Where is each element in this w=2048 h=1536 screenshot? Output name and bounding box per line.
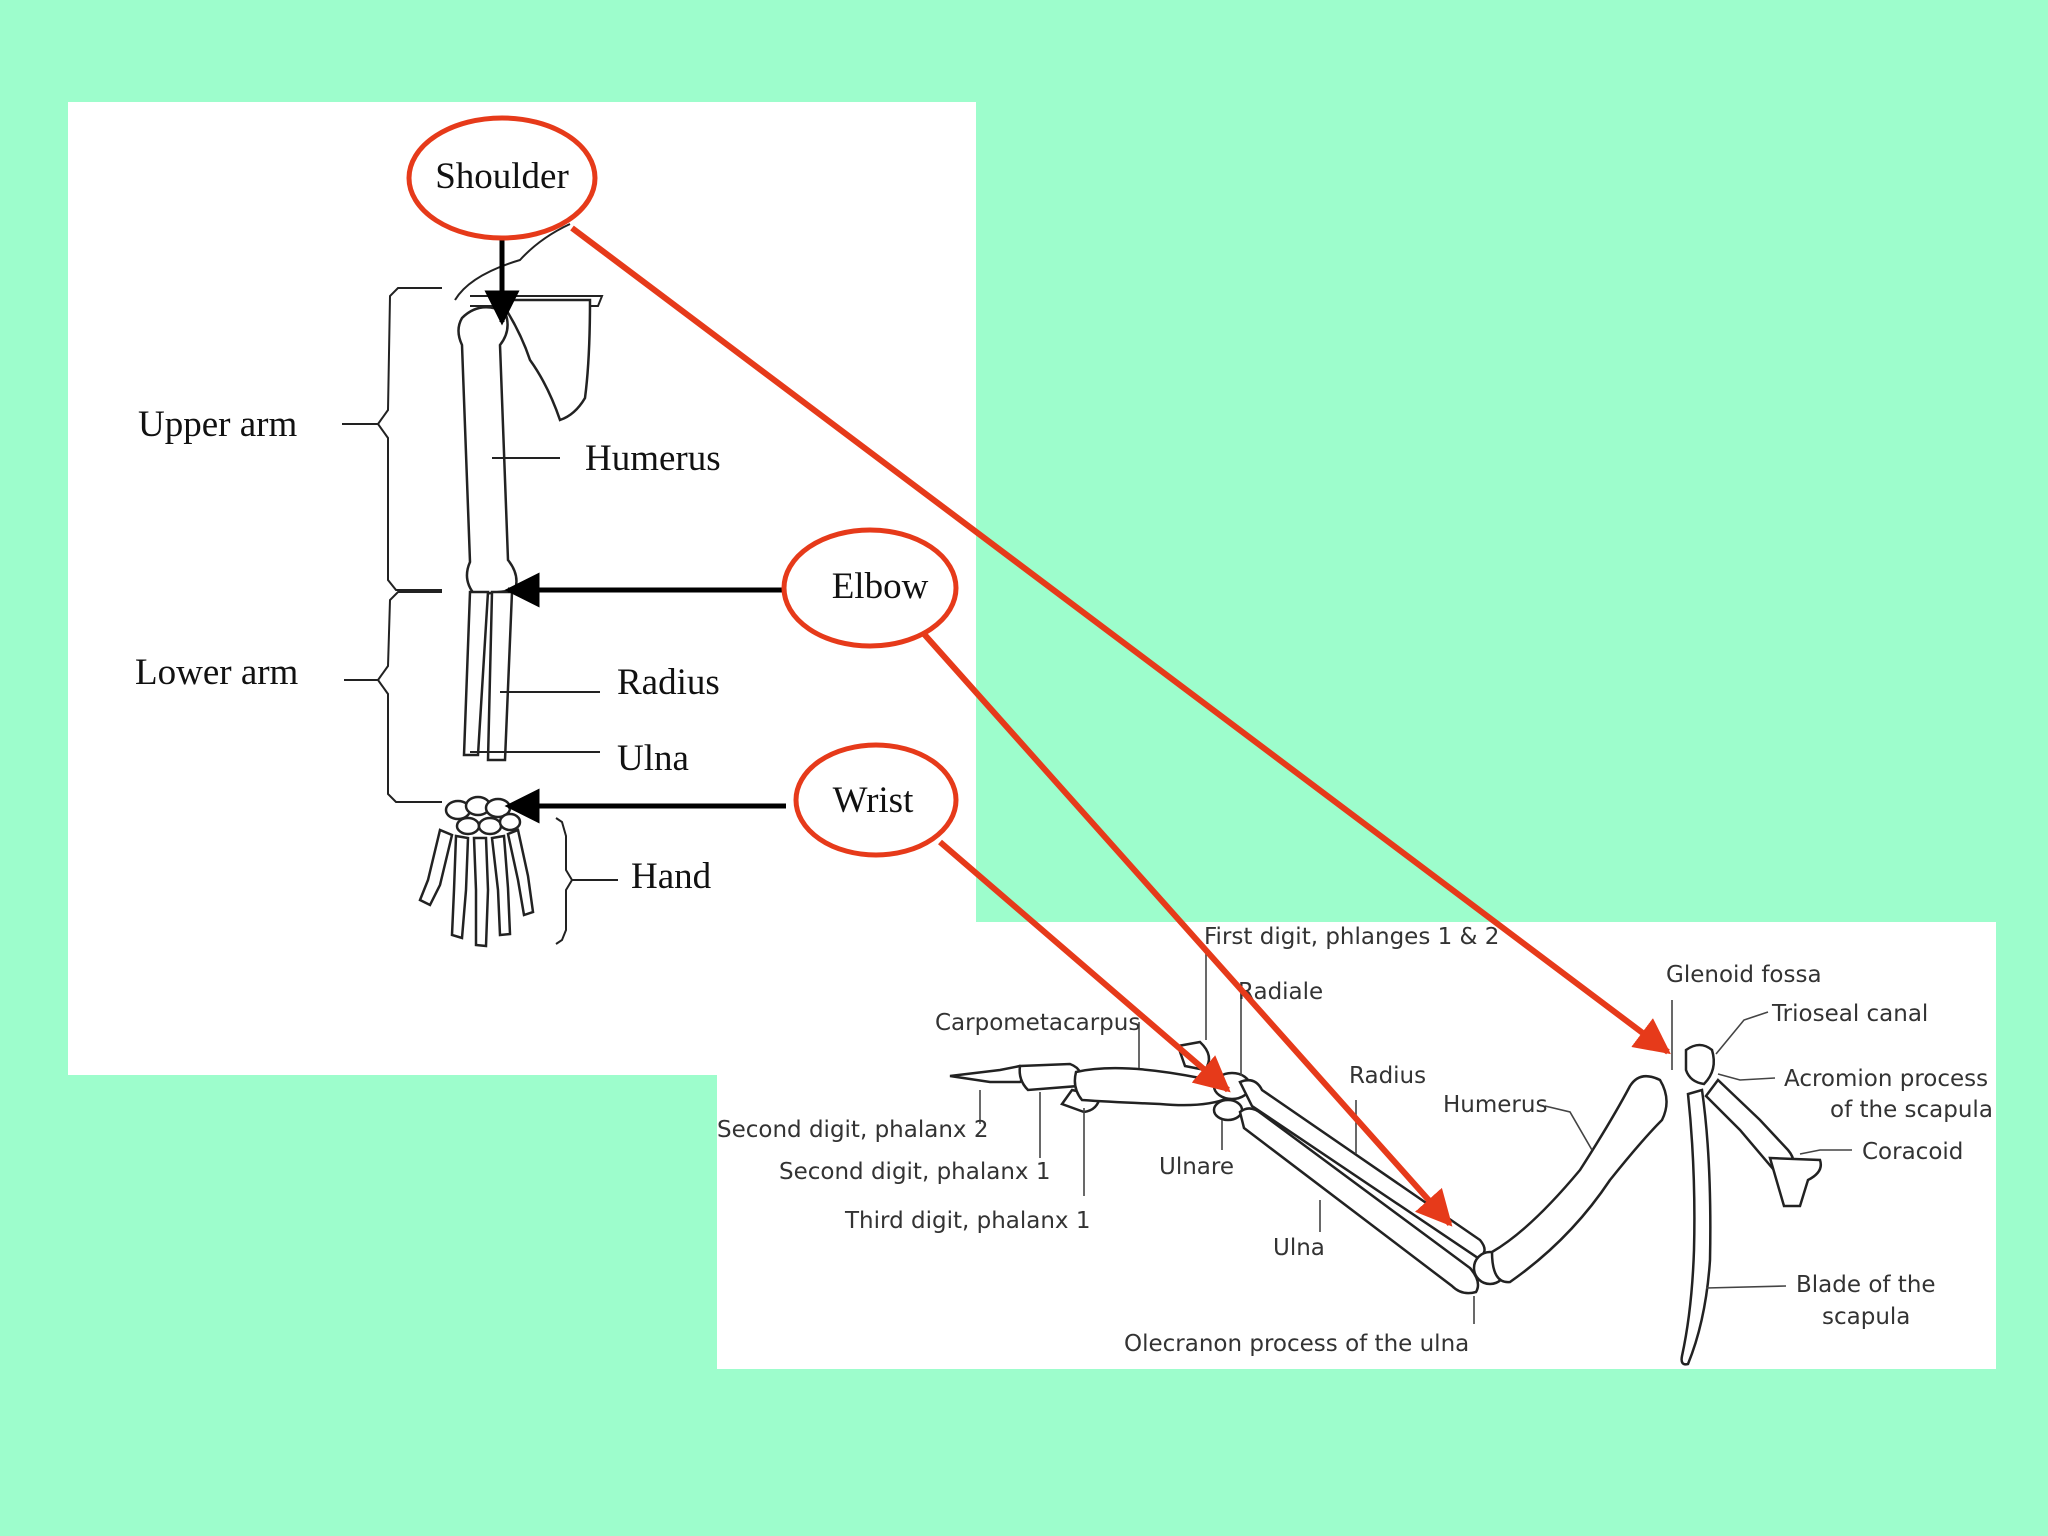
shoulder-label: Shoulder bbox=[435, 156, 569, 197]
elbow-label: Elbow bbox=[832, 566, 929, 607]
carpometacarpus-label: Carpometacarpus bbox=[935, 1010, 1140, 1036]
carpal-bones bbox=[444, 795, 522, 836]
finger-bones bbox=[418, 828, 535, 948]
ulna-bone bbox=[462, 590, 490, 757]
third-digit-phalanx-1-label: Third digit, phalanx 1 bbox=[844, 1208, 1091, 1234]
coracoid-label: Coracoid bbox=[1862, 1139, 1963, 1165]
scapula bbox=[497, 298, 592, 422]
second-digit-phalanx-1-bone bbox=[1018, 1062, 1082, 1092]
glenoid-bone bbox=[1684, 1043, 1715, 1086]
bird-wing-drawing bbox=[949, 1040, 1822, 1366]
homology-highlights: Shoulder Elbow Wrist bbox=[406, 115, 1671, 1227]
ulnare-label: Ulnare bbox=[1159, 1154, 1234, 1180]
human-radius-label: Radius bbox=[617, 662, 720, 703]
ulnare-bone bbox=[1212, 1098, 1244, 1122]
shoulder-outline bbox=[454, 223, 571, 301]
blade-of-scapula-label-line2: scapula bbox=[1822, 1304, 1910, 1330]
wing-radius-label: Radius bbox=[1349, 1063, 1426, 1089]
carpometacarpus-bone bbox=[1073, 1066, 1230, 1107]
shoulder-red-arrow bbox=[570, 225, 1671, 1055]
bird-leader-lines bbox=[979, 948, 1852, 1324]
wrist-red-arrow bbox=[938, 839, 1231, 1093]
human-ulna-label: Ulna bbox=[617, 738, 689, 779]
acromion-process-label: Acromion process bbox=[1784, 1066, 1988, 1092]
olecranon-label: Olecranon process of the ulna bbox=[1124, 1331, 1469, 1357]
scapula-blade-bone bbox=[1680, 1088, 1712, 1366]
blade-of-scapula-label: Blade of the bbox=[1796, 1272, 1936, 1298]
elbow-red-arrow bbox=[921, 632, 1453, 1227]
first-digit-label: First digit, phlanges 1 & 2 bbox=[1204, 924, 1499, 950]
coracoid-tip bbox=[1768, 1156, 1822, 1208]
trioseal-canal-label: Trioseal canal bbox=[1771, 1001, 1928, 1027]
wing-ulna-bone bbox=[1238, 1107, 1480, 1295]
wing-humerus-bone bbox=[1490, 1074, 1668, 1284]
glenoid-fossa-label: Glenoid fossa bbox=[1666, 962, 1822, 988]
second-digit-phalanx-2-label: Second digit, phalanx 2 bbox=[717, 1117, 988, 1143]
wrist-highlight-ellipse bbox=[793, 742, 959, 858]
acromion-process-label-line2: of the scapula bbox=[1830, 1097, 1993, 1123]
shoulder-highlight-ellipse bbox=[406, 115, 598, 241]
elbow-highlight-ellipse bbox=[781, 527, 959, 649]
humerus-label: Humerus bbox=[585, 438, 721, 479]
lower-arm-label: Lower arm bbox=[135, 652, 299, 693]
upper-arm-label: Upper arm bbox=[138, 404, 297, 445]
bird-wing-panel: First digit, phlanges 1 & 2 Radiale Carp… bbox=[717, 922, 1996, 1369]
wing-humerus-label: Humerus bbox=[1443, 1092, 1547, 1118]
wrist-label: Wrist bbox=[833, 780, 914, 821]
second-digit-phalanx-1-label: Second digit, phalanx 1 bbox=[779, 1159, 1050, 1185]
wing-ulna-label: Ulna bbox=[1273, 1235, 1325, 1261]
hand-label: Hand bbox=[631, 856, 712, 897]
